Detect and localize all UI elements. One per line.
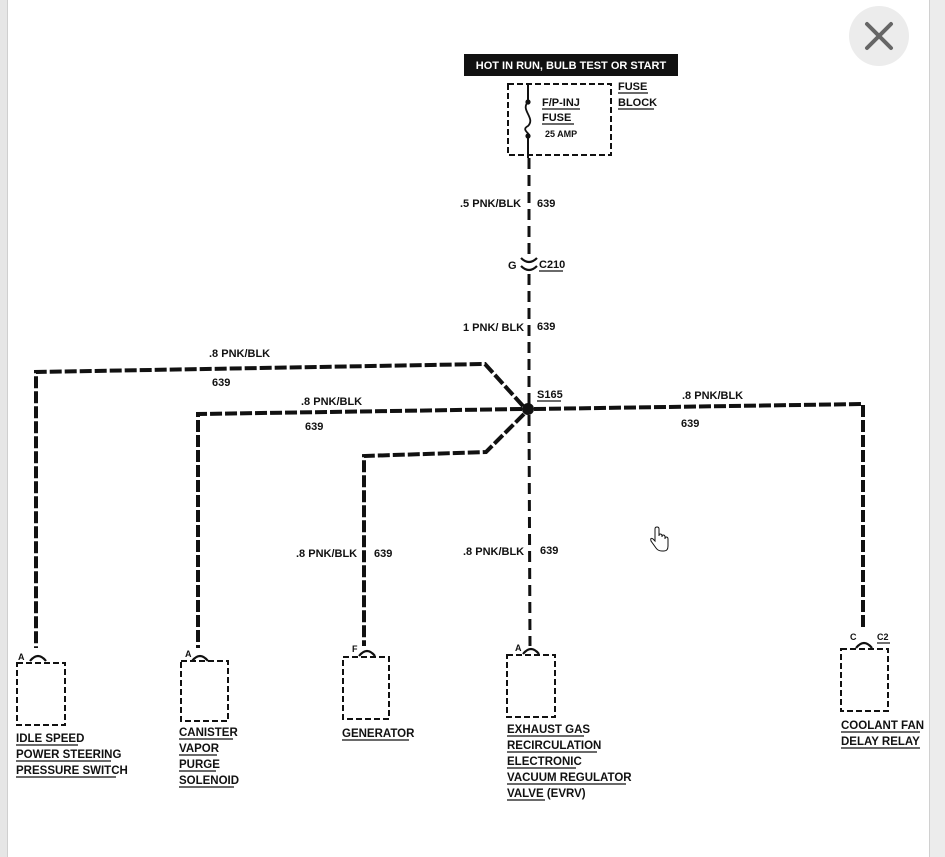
branch-wire-generator bbox=[362, 412, 526, 646]
fuse-block-label-2: BLOCK bbox=[618, 97, 657, 109]
branch-coolant-circuit: 639 bbox=[681, 418, 699, 430]
feed-wire-mid-circuit: 639 bbox=[537, 321, 555, 333]
idle-pin: A bbox=[18, 652, 25, 662]
idle-label-3: PRESSURE SWITCH bbox=[16, 765, 128, 777]
coolant-label-1: COOLANT FAN bbox=[841, 720, 924, 732]
close-button[interactable] bbox=[849, 6, 909, 66]
connector-pin: G bbox=[508, 260, 517, 272]
generator-box bbox=[342, 656, 390, 720]
branch-generator-circuit: 639 bbox=[374, 548, 392, 560]
fuse-name: F/P-INJ bbox=[542, 97, 580, 109]
branch-egr-gauge: .8 PNK/BLK bbox=[463, 546, 524, 558]
canister-pin: A bbox=[185, 649, 192, 659]
hand-cursor-icon bbox=[650, 526, 669, 552]
branch-generator-gauge: .8 PNK/BLK bbox=[296, 548, 357, 560]
left-frame-edge bbox=[0, 0, 8, 857]
vertical-scrollbar[interactable] bbox=[929, 0, 945, 857]
canister-label-1: CANISTER bbox=[179, 727, 238, 739]
header-text: HOT IN RUN, BULB TEST OR START bbox=[476, 60, 667, 72]
idle-label-2: POWER STEERING bbox=[16, 749, 121, 761]
branch-idle-circuit: 639 bbox=[212, 377, 230, 389]
generator-connector-icon bbox=[358, 649, 376, 657]
splice-s165-dot bbox=[522, 403, 534, 415]
egr-label-1: EXHAUST GAS bbox=[507, 724, 590, 736]
branch-canister-gauge: .8 PNK/BLK bbox=[301, 396, 362, 408]
canister-connector-icon bbox=[191, 654, 209, 662]
egr-label-2: RECIRCULATION bbox=[507, 740, 601, 752]
canister-solenoid-box bbox=[180, 660, 229, 722]
branch-idle-gauge: .8 PNK/BLK bbox=[209, 348, 270, 360]
branch-coolant-gauge: .8 PNK/BLK bbox=[682, 390, 743, 402]
fuse-block-label-1: FUSE bbox=[618, 81, 647, 93]
coolant-connector-id: C2 bbox=[877, 632, 889, 642]
egr-label-4: VACUUM REGULATOR bbox=[507, 772, 632, 784]
coolant-pin: C bbox=[850, 632, 857, 642]
branch-egr-circuit: 639 bbox=[540, 545, 558, 557]
splice-label: S165 bbox=[537, 389, 563, 401]
header-banner bbox=[464, 54, 678, 76]
generator-label: GENERATOR bbox=[342, 728, 415, 740]
idle-switch-box bbox=[16, 662, 66, 726]
generator-pin: F bbox=[352, 644, 358, 654]
egr-label-5: VALVE (EVRV) bbox=[507, 788, 586, 800]
canister-label-2: VAPOR bbox=[179, 743, 220, 755]
branch-wire-canister bbox=[196, 407, 523, 648]
feed-wire-top-circuit: 639 bbox=[537, 198, 555, 210]
feed-wire-mid-gauge: 1 PNK/ BLK bbox=[463, 322, 524, 334]
branch-wire-egr bbox=[527, 414, 532, 647]
canister-label-3: PURGE bbox=[179, 759, 220, 771]
fuse-rating: 25 AMP bbox=[545, 129, 577, 139]
canister-label-4: SOLENOID bbox=[179, 775, 239, 787]
coolant-relay-box bbox=[840, 648, 889, 712]
connector-c210-upper-icon bbox=[520, 257, 538, 264]
fuse-word: FUSE bbox=[542, 112, 571, 124]
idle-label-1: IDLE SPEED bbox=[16, 733, 84, 745]
branch-canister-circuit: 639 bbox=[305, 421, 323, 433]
egr-connector-icon bbox=[522, 647, 540, 655]
close-icon bbox=[865, 22, 893, 50]
idle-connector-icon bbox=[29, 654, 47, 662]
egr-pin: A bbox=[515, 643, 522, 653]
fuse-element-icon bbox=[524, 101, 532, 137]
egr-valve-box bbox=[506, 654, 556, 718]
connector-c210-lower-icon bbox=[520, 265, 538, 272]
fuse-block-box bbox=[507, 83, 612, 156]
feed-wire-top-gauge: .5 PNK/BLK bbox=[460, 198, 521, 210]
connector-id: C210 bbox=[539, 259, 565, 271]
branch-wire-idle bbox=[34, 361, 525, 648]
branch-wire-coolant bbox=[533, 401, 865, 630]
coolant-connector-icon bbox=[855, 641, 873, 649]
egr-label-3: ELECTRONIC bbox=[507, 756, 582, 768]
coolant-label-2: DELAY RELAY bbox=[841, 736, 920, 748]
